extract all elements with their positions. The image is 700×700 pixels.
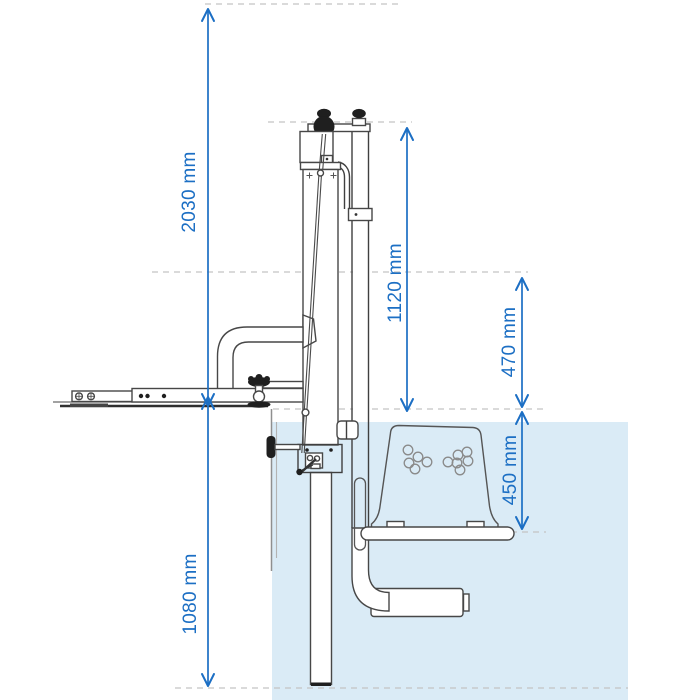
dimension-470: 470 mm [499, 277, 529, 408]
seat-rail [353, 477, 367, 551]
mast-lower-post [309, 471, 333, 686]
seat-pan [360, 526, 515, 541]
seat-backrest [370, 424, 499, 529]
dimension-2030: 2030 mm [179, 8, 215, 407]
mast [302, 168, 339, 446]
winch-lever [300, 458, 317, 474]
dimension-1120: 1120 mm [385, 127, 414, 412]
tube-collar [336, 420, 359, 440]
arrow-up-icon [515, 411, 529, 425]
deck-clamp [247, 374, 304, 408]
head-bar [307, 123, 371, 133]
arrow-down-icon [400, 398, 414, 412]
pool-lift-drawing [70, 108, 515, 686]
float-assembly [351, 527, 470, 618]
dimension-label-1080: 1080 mm [180, 553, 201, 634]
clamp-foot-pad [247, 401, 271, 408]
dimension-label-470: 470 mm [499, 307, 520, 377]
dimension-label-450: 450 mm [500, 435, 521, 505]
winch-carriage [266, 436, 343, 476]
carriage-t-knob-icon [266, 436, 276, 458]
clamp-ball-joint [252, 390, 266, 403]
arrow-up-icon [400, 127, 414, 141]
dimension-1080: 1080 mm [180, 396, 215, 687]
dimension-annotations: 2030 mm 1080 mm 1120 mm 470 mm 450 mm [179, 8, 529, 687]
hoist-cable [301, 133, 327, 454]
crank-handle [347, 207, 373, 222]
arrow-up-icon [201, 396, 215, 410]
dimension-label-1120: 1120 mm [385, 243, 406, 323]
tube-cap-icon [352, 108, 366, 119]
dimension-450: 450 mm [500, 411, 529, 530]
seat-carrier-tube [351, 132, 370, 528]
arrow-down-icon [515, 516, 529, 530]
pulley-knob-icon [317, 108, 331, 119]
arrow-down-icon [515, 394, 529, 408]
backrest-holes [402, 444, 474, 476]
arrow-down-icon [201, 673, 215, 687]
elbow-tube [351, 527, 390, 612]
dimension-label-2030: 2030 mm [179, 151, 200, 232]
seat [360, 424, 515, 541]
arrow-up-icon [201, 8, 215, 22]
arrow-up-icon [515, 277, 529, 291]
